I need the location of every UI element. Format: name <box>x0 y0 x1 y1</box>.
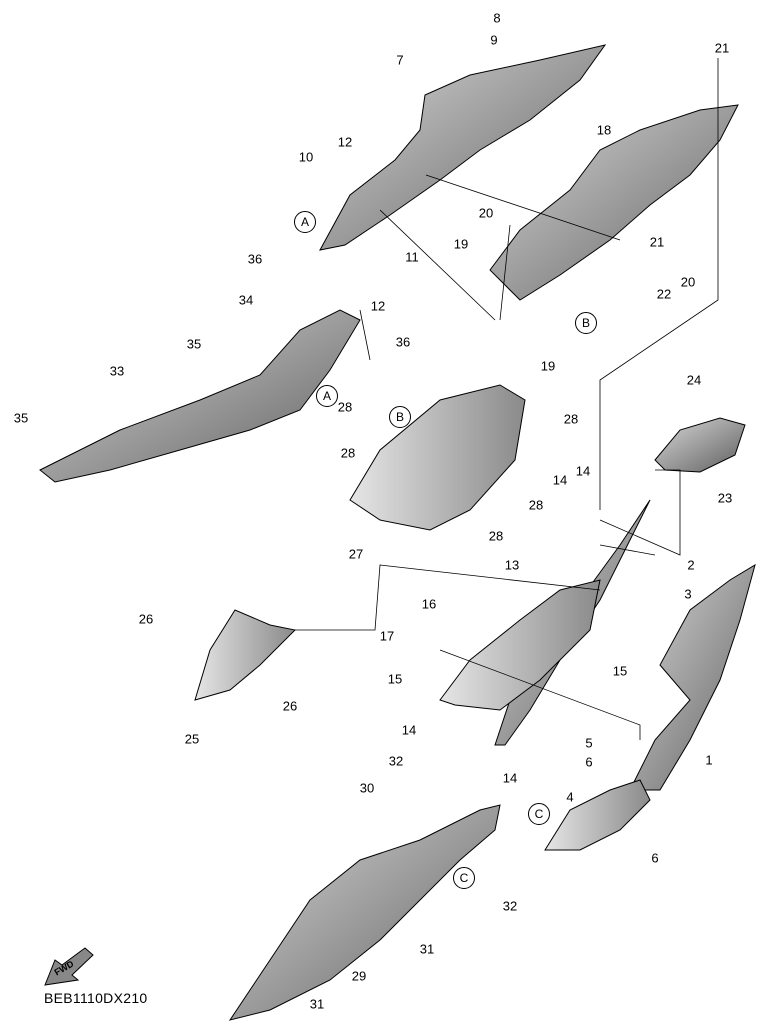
callout: 24 <box>686 372 702 388</box>
reference-mark: B <box>575 312 597 334</box>
diagram-code: BEB1110DX210 <box>44 990 148 1006</box>
callout: 32 <box>388 753 404 769</box>
part-13-inner <box>439 579 601 711</box>
callout: 36 <box>395 334 411 350</box>
callout: 4 <box>566 789 574 805</box>
callout: 25 <box>184 731 200 747</box>
callout: 33 <box>109 363 125 379</box>
callout: 18 <box>596 122 612 138</box>
callout: 29 <box>351 968 367 984</box>
part-18-side-cover <box>489 104 739 301</box>
callout: 1 <box>705 752 713 768</box>
reference-mark: C <box>528 803 550 825</box>
reference-mark: A <box>294 211 316 233</box>
callout: 32 <box>502 898 518 914</box>
callout: 26 <box>282 698 298 714</box>
callout: 13 <box>504 557 520 573</box>
callout: 28 <box>340 445 356 461</box>
part-1-side-cover <box>629 563 756 791</box>
reference-mark: A <box>316 385 338 407</box>
callout: 12 <box>370 298 386 314</box>
callout: 17 <box>379 628 395 644</box>
callout: 14 <box>552 472 568 488</box>
callout: 20 <box>680 274 696 290</box>
callout: 28 <box>488 528 504 544</box>
reference-mark: B <box>389 406 411 428</box>
callout: 35 <box>13 410 29 426</box>
callout: 10 <box>298 149 314 165</box>
callout: 35 <box>186 336 202 352</box>
callout: 26 <box>138 611 154 627</box>
callout: 6 <box>585 754 593 770</box>
callout: 19 <box>540 358 556 374</box>
callout: 23 <box>717 490 733 506</box>
callout: 8 <box>493 10 501 26</box>
callout: 20 <box>478 205 494 221</box>
part-25-cover <box>194 609 297 701</box>
callout: 9 <box>490 32 498 48</box>
callout: 7 <box>396 52 404 68</box>
part-23-cover <box>654 417 746 473</box>
callout: 28 <box>528 497 544 513</box>
callout: 11 <box>405 249 419 265</box>
callout: 14 <box>401 722 417 738</box>
callout: 28 <box>337 399 353 415</box>
callout: 3 <box>684 586 692 602</box>
callout: 36 <box>247 251 263 267</box>
part-c-piece <box>544 779 651 851</box>
callout: 12 <box>337 134 353 150</box>
callout: 34 <box>238 292 254 308</box>
reference-mark: C <box>453 867 475 889</box>
callout: 15 <box>387 671 403 687</box>
callout: 31 <box>419 941 435 957</box>
callout: 22 <box>656 286 672 302</box>
callout: 6 <box>651 850 659 866</box>
callout: 30 <box>359 780 375 796</box>
part-7-side-cover <box>319 44 607 251</box>
callout: 16 <box>421 596 437 612</box>
callout: 14 <box>502 770 518 786</box>
part-33-panel <box>39 309 361 483</box>
fwd-arrow-icon <box>44 947 94 986</box>
callout: 2 <box>687 557 695 573</box>
callout: 15 <box>612 663 628 679</box>
callout: 21 <box>714 40 730 56</box>
callout: 19 <box>453 236 469 252</box>
part-29-side-cover <box>228 804 501 1021</box>
callout: 5 <box>585 735 593 751</box>
callout: 31 <box>309 996 325 1012</box>
callout: 27 <box>348 546 364 562</box>
part-27-panel <box>349 384 526 531</box>
callout: 28 <box>563 411 579 427</box>
callout: 21 <box>649 234 665 250</box>
callout: 14 <box>575 463 591 479</box>
leader-lines <box>295 58 719 740</box>
